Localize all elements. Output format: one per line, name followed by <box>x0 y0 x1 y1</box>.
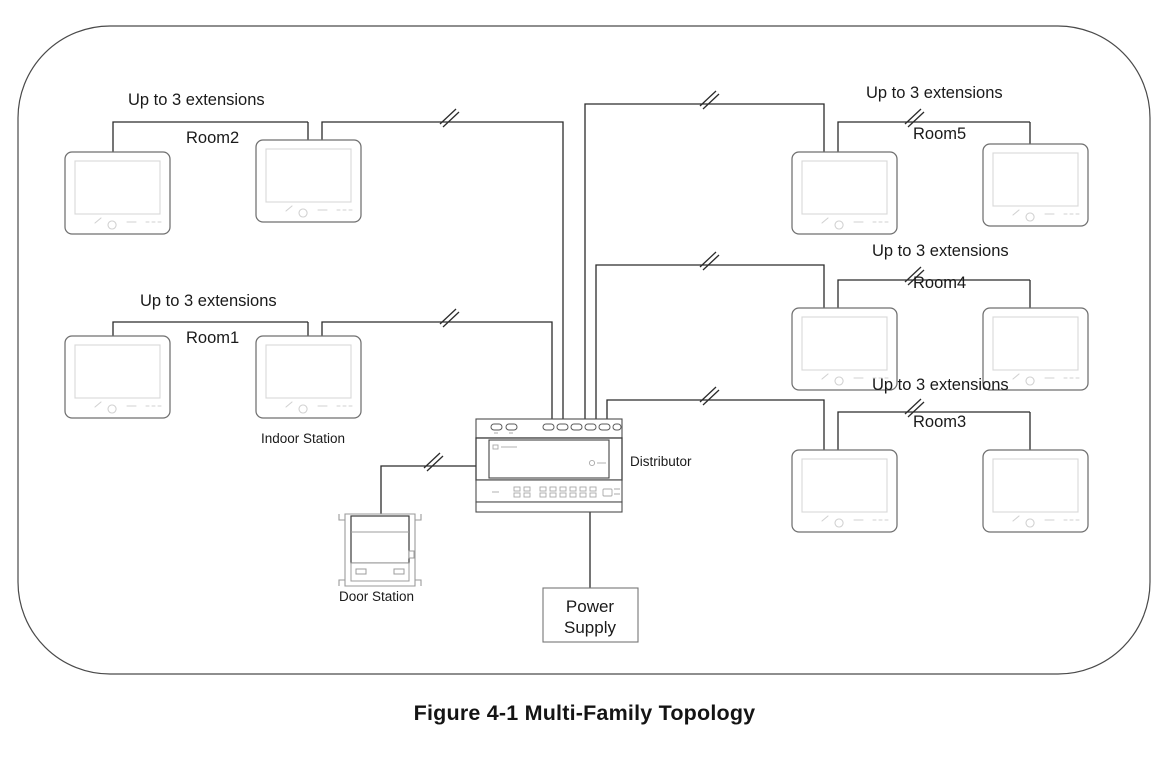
extensions-label-room1: Up to 3 extensions <box>140 292 277 310</box>
distributor-label: Distributor <box>630 454 692 469</box>
room5-group: Up to 3 extensions Room5 <box>791 84 1089 235</box>
figure-caption: Figure 4-1 Multi-Family Topology <box>413 701 756 725</box>
room1-group: Up to 3 extensions Room1 Indoor Station <box>64 292 362 446</box>
power-supply-label-line2: Supply <box>564 618 616 637</box>
extensions-label-room4: Up to 3 extensions <box>872 242 1009 260</box>
room-label-room1: Room1 <box>186 329 239 347</box>
power-supply-label-line1: Power <box>566 597 615 616</box>
room4-group: Up to 3 extensions Room4 <box>791 242 1089 391</box>
room-label-room2: Room2 <box>186 129 239 147</box>
door-station-device[interactable]: Door Station <box>338 513 422 604</box>
extensions-label-room3: Up to 3 extensions <box>872 376 1009 394</box>
door-station-label: Door Station <box>339 589 414 604</box>
indoor-station-monitor[interactable] <box>982 143 1089 227</box>
room3-group: Up to 3 extensions Room3 <box>791 376 1089 533</box>
indoor-station-monitor[interactable] <box>982 449 1089 533</box>
room-label-room3: Room3 <box>913 413 966 431</box>
distributor-device[interactable]: Distributor <box>475 418 692 513</box>
indoor-station-monitor[interactable] <box>255 335 362 419</box>
indoor-station-monitor[interactable] <box>64 151 171 235</box>
room2-group: Up to 3 extensions Room2 <box>64 91 362 235</box>
extensions-label-room5: Up to 3 extensions <box>866 84 1003 102</box>
indoor-station-monitor[interactable] <box>255 139 362 223</box>
diagram-border <box>17 25 1151 675</box>
extensions-label-room2: Up to 3 extensions <box>128 91 265 109</box>
indoor-station-monitor[interactable] <box>791 449 898 533</box>
room-label-room4: Room4 <box>913 274 966 292</box>
indoor-station-label: Indoor Station <box>261 431 345 446</box>
indoor-station-monitor[interactable] <box>64 335 171 419</box>
room-label-room5: Room5 <box>913 125 966 143</box>
indoor-station-monitor[interactable] <box>791 151 898 235</box>
wiring <box>112 90 1031 588</box>
power-supply-box[interactable]: Power Supply <box>542 587 639 643</box>
